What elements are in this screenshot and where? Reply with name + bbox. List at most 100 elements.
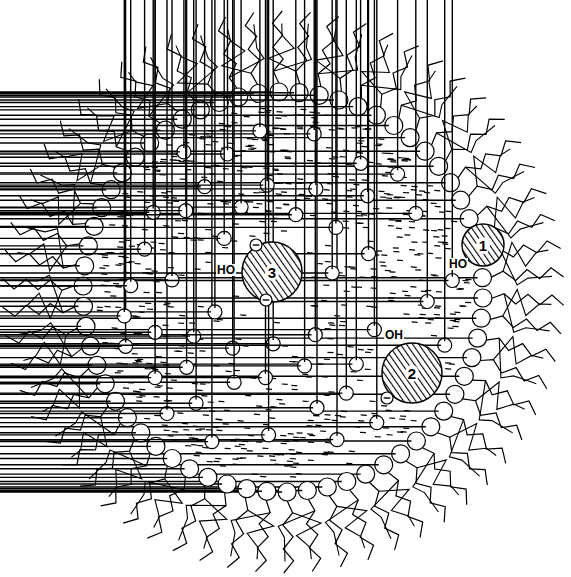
surfactant-tail bbox=[422, 448, 466, 505]
water-dash bbox=[409, 249, 415, 251]
water-dash bbox=[404, 234, 410, 236]
counter-ion-bar bbox=[0, 407, 313, 408]
water-dash bbox=[324, 359, 330, 361]
water-dash bbox=[222, 247, 228, 249]
water-dash bbox=[399, 197, 405, 199]
water-dash bbox=[241, 167, 247, 169]
head-group-anion-bar bbox=[0, 125, 389, 126]
surfactant-tail bbox=[388, 473, 423, 538]
branch-chain bbox=[405, 71, 436, 118]
water-dash bbox=[434, 245, 440, 247]
counter-ion-bar bbox=[397, 0, 398, 170]
water-dash bbox=[99, 267, 105, 269]
counter-ion-bar bbox=[346, 0, 347, 389]
surfactant-tail bbox=[492, 268, 564, 281]
water-dash bbox=[297, 128, 303, 130]
water-dash bbox=[339, 325, 345, 327]
water-dash bbox=[200, 383, 206, 385]
water-dash bbox=[411, 266, 417, 268]
counter-ion-bar bbox=[0, 365, 301, 366]
head-group-anion-bar bbox=[0, 172, 117, 173]
water-dash bbox=[156, 292, 162, 294]
water-dash bbox=[285, 158, 291, 160]
counter-ion-bar bbox=[335, 0, 336, 224]
water-dash bbox=[428, 319, 434, 321]
water-dash bbox=[393, 247, 399, 249]
water-dash bbox=[116, 264, 122, 266]
counter-ion-bar bbox=[0, 188, 312, 189]
counter-ions bbox=[0, 0, 459, 449]
counter-ion-bar bbox=[144, 0, 145, 245]
surfactant-tail bbox=[44, 144, 103, 185]
water-dash bbox=[434, 314, 440, 316]
branch-chain bbox=[379, 489, 415, 526]
water-dash bbox=[196, 452, 202, 454]
water-dash bbox=[246, 146, 252, 148]
water-dash bbox=[164, 430, 170, 432]
solubilizate-node: 3 bbox=[242, 242, 302, 302]
surfactant-tail bbox=[99, 79, 143, 136]
counter-ion-bar bbox=[356, 0, 357, 360]
water-dash bbox=[199, 350, 205, 352]
branch-chain bbox=[154, 479, 183, 528]
water-dash bbox=[446, 211, 452, 213]
water-dash bbox=[262, 448, 268, 450]
water-dash bbox=[105, 306, 111, 308]
water-dash bbox=[365, 369, 371, 371]
counter-ion-bar bbox=[0, 422, 373, 423]
water-dash bbox=[253, 207, 259, 209]
counter-ion-bar bbox=[211, 0, 212, 438]
water-dash bbox=[302, 374, 308, 376]
surfactant-tail bbox=[272, 11, 283, 83]
water-dash bbox=[315, 425, 321, 427]
counter-ion-bar bbox=[0, 280, 448, 281]
water-dash bbox=[435, 206, 441, 208]
surfactant-tail bbox=[350, 490, 374, 560]
water-dash bbox=[171, 379, 177, 381]
counter-ion-bar bbox=[0, 343, 269, 344]
water-dash bbox=[144, 418, 150, 420]
water-dash bbox=[445, 248, 451, 250]
water-dash bbox=[192, 383, 198, 385]
surfactant-tail bbox=[463, 399, 522, 440]
counter-ion-bar bbox=[0, 315, 120, 316]
water-dash bbox=[280, 129, 286, 131]
counter-ion-bar bbox=[0, 253, 365, 254]
water-dash bbox=[293, 361, 299, 363]
water-dash bbox=[358, 420, 364, 422]
water-dash bbox=[178, 233, 184, 235]
surfactant-tail bbox=[200, 493, 226, 561]
counter-ion-bar bbox=[304, 0, 305, 362]
water-dash bbox=[454, 312, 460, 314]
head-group-anion-bar bbox=[0, 446, 151, 447]
water-dash bbox=[389, 417, 395, 419]
counter-ion-bar bbox=[204, 0, 205, 183]
surfactant-tail bbox=[255, 500, 270, 571]
water-dash bbox=[172, 431, 178, 433]
water-dash bbox=[270, 459, 276, 461]
water-dash bbox=[416, 194, 422, 196]
water-dash bbox=[349, 266, 355, 268]
surfactant-tail bbox=[245, 13, 259, 85]
water-dash bbox=[307, 433, 313, 435]
attached-anion bbox=[260, 294, 272, 306]
water-dash bbox=[258, 112, 264, 114]
head-group-anion-bar bbox=[0, 468, 185, 469]
counter-ion-bar bbox=[0, 212, 149, 213]
water-dash bbox=[137, 359, 143, 361]
branch-chain bbox=[337, 506, 367, 548]
water-dash bbox=[433, 275, 439, 277]
water-dash bbox=[218, 401, 224, 403]
water-dash bbox=[427, 185, 433, 187]
water-dash bbox=[371, 287, 377, 289]
surfactant-tail bbox=[2, 304, 74, 317]
water-dash bbox=[379, 261, 385, 263]
branch-chain bbox=[499, 338, 536, 384]
water-dash bbox=[139, 306, 145, 308]
surfactant-tail bbox=[446, 119, 505, 161]
water-dash bbox=[215, 458, 221, 460]
water-dash bbox=[434, 307, 440, 309]
water-dash bbox=[249, 235, 255, 237]
branch-chain bbox=[401, 86, 457, 117]
